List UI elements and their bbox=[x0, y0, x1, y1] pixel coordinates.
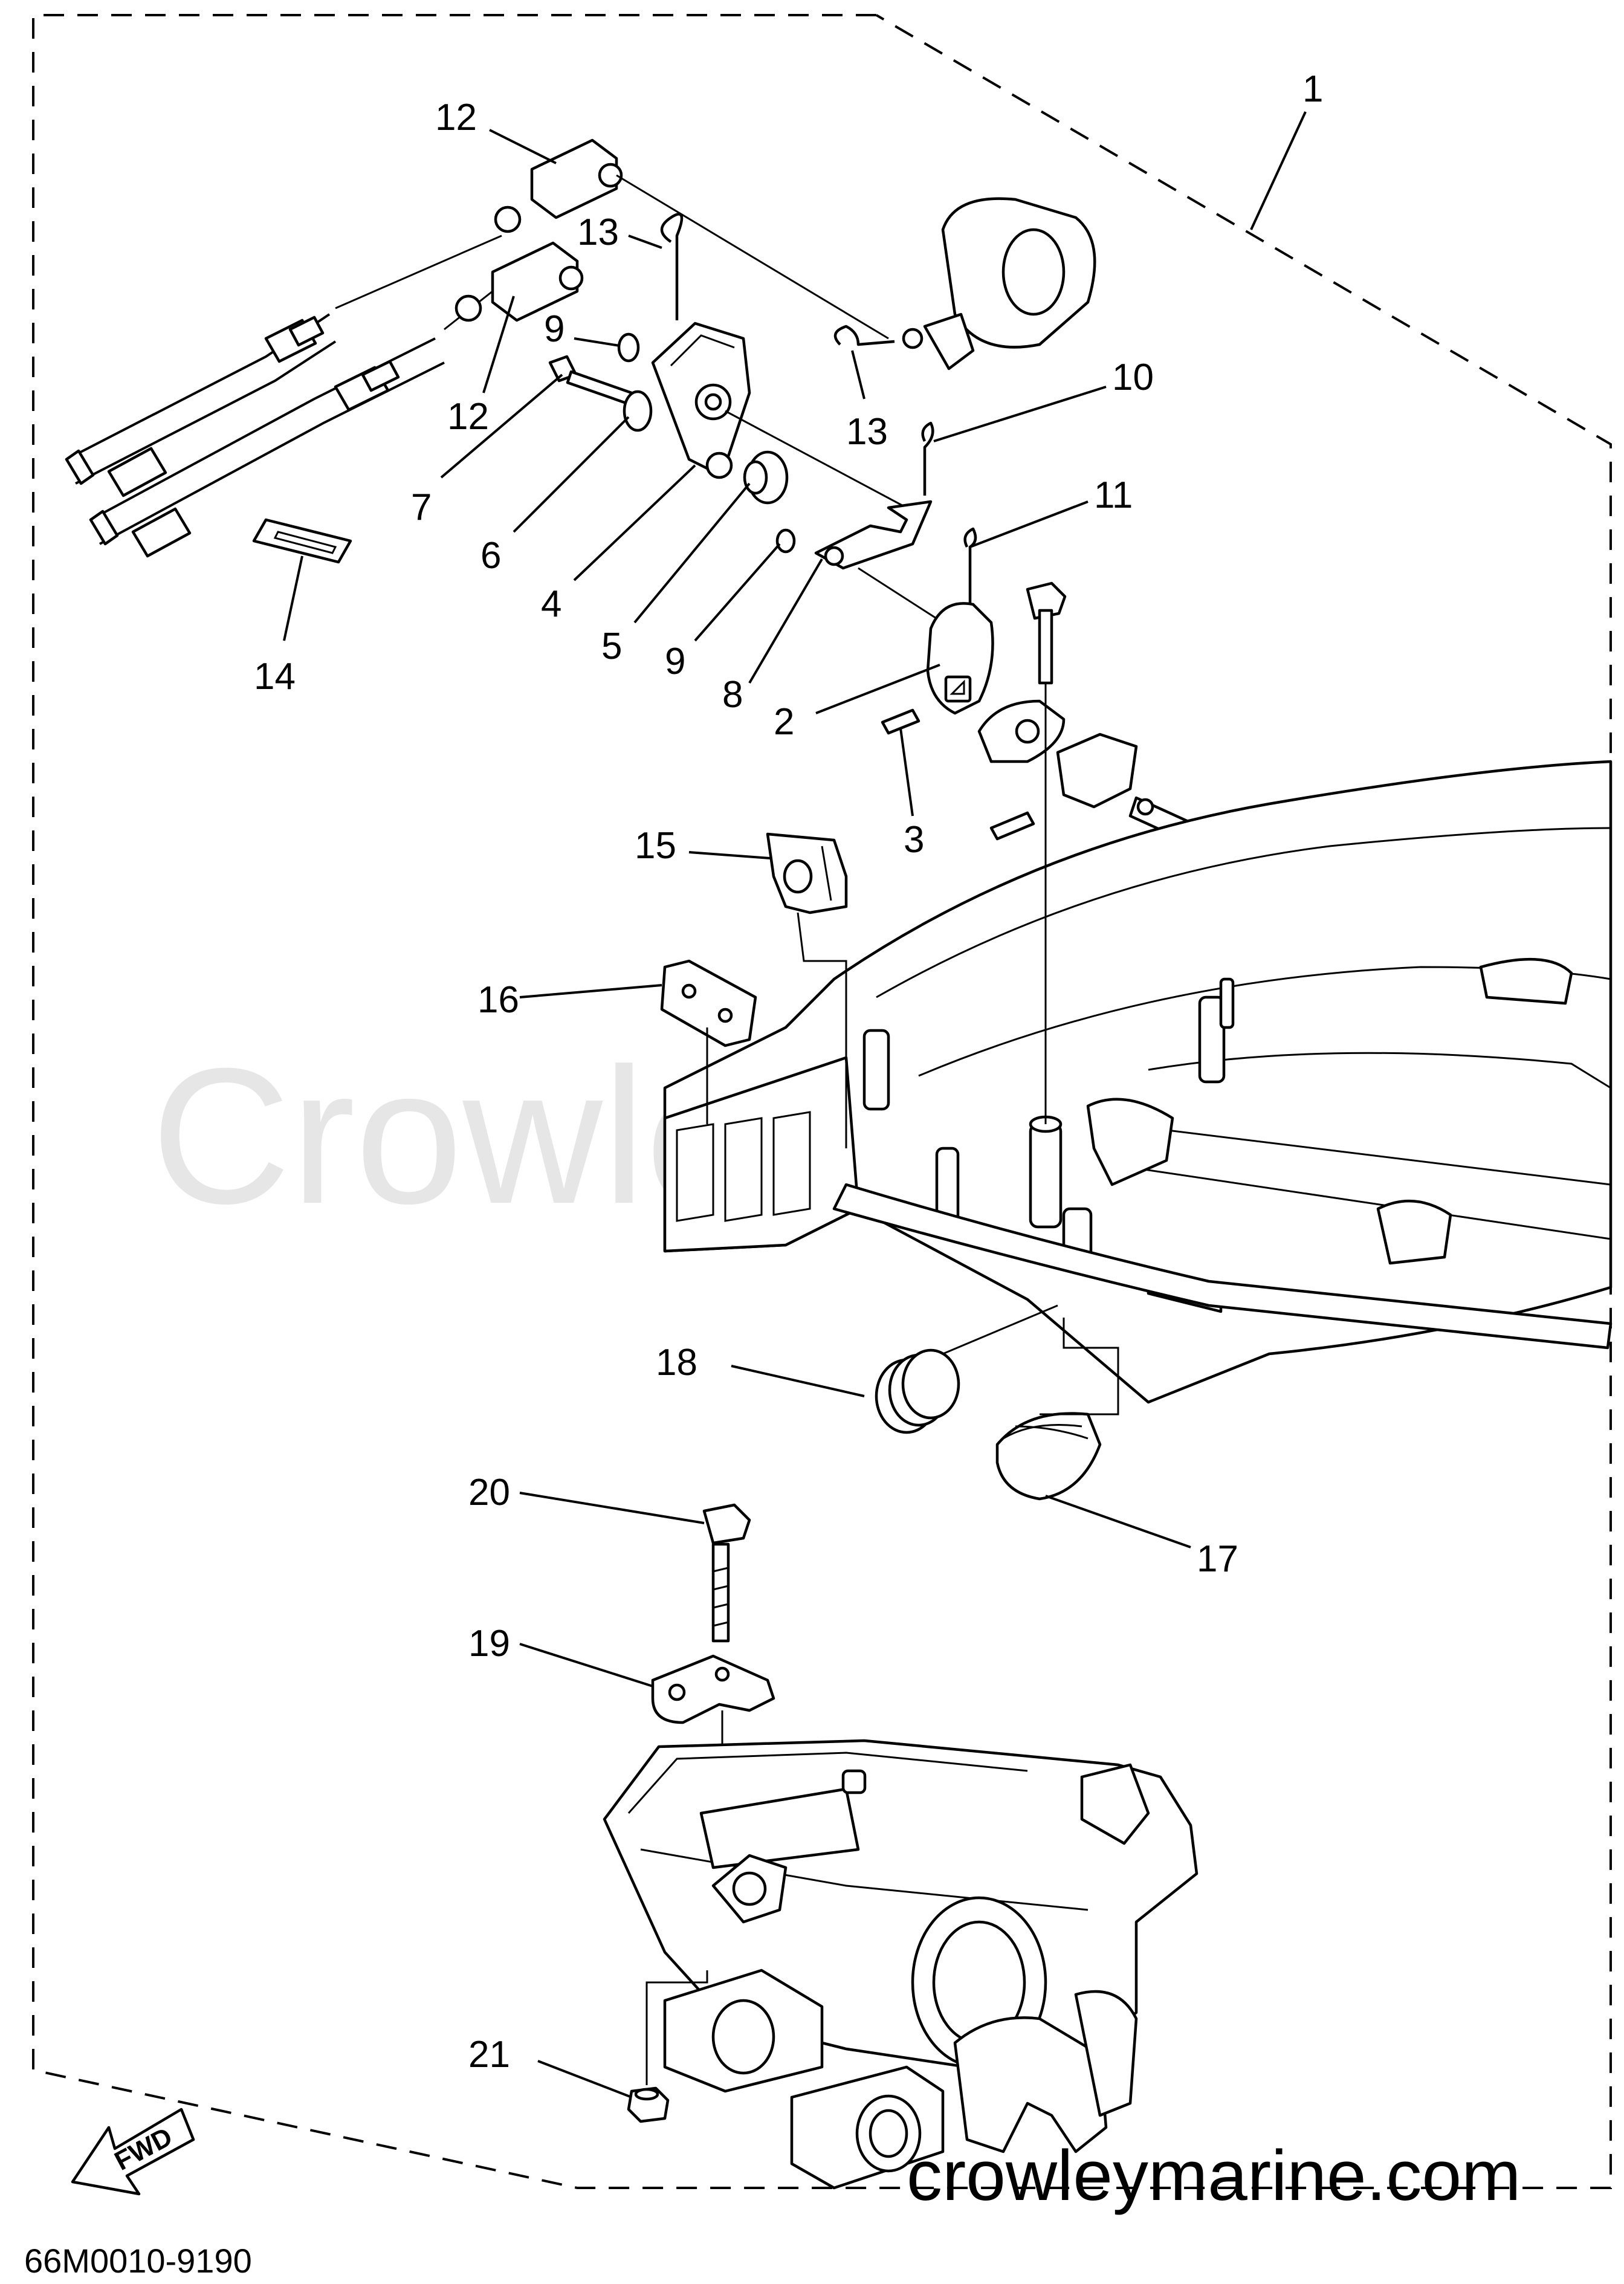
callout-labels: 1 12 13 9 12 7 6 4 5 13 10 11 9 8 2 3 14… bbox=[254, 68, 1323, 2075]
callout-18: 18 bbox=[656, 1342, 697, 1383]
callout-12-lower: 12 bbox=[447, 396, 489, 438]
part-15-damper bbox=[766, 832, 848, 914]
lower-mount-assembly bbox=[603, 1739, 1199, 2190]
callout-13-lower: 13 bbox=[846, 411, 888, 453]
callout-5: 5 bbox=[601, 626, 622, 667]
assembly-line-15 bbox=[797, 912, 847, 1148]
bottom-cowling bbox=[663, 760, 1613, 1404]
part-code-text: 66M0010-9190 bbox=[24, 2242, 252, 2280]
rod-lever-link bbox=[725, 410, 907, 509]
part-5-collar bbox=[743, 450, 789, 505]
part-11-pin bbox=[963, 527, 977, 613]
callout-11: 11 bbox=[1094, 474, 1133, 516]
part-7-bolt bbox=[548, 355, 633, 406]
part-2-arm bbox=[926, 602, 994, 715]
assembly-boundary bbox=[32, 14, 1612, 2189]
callout-2: 2 bbox=[774, 701, 794, 743]
callout-3: 3 bbox=[904, 819, 924, 861]
callout-17: 17 bbox=[1197, 1538, 1238, 1580]
rod-link-arm bbox=[858, 567, 943, 624]
callout-7: 7 bbox=[411, 487, 432, 528]
part-21-nut bbox=[627, 2086, 670, 2123]
callout-19: 19 bbox=[468, 1623, 510, 1664]
website-text: crowleymarine.com bbox=[907, 2136, 1521, 2216]
fwd-direction-arrow: FWD bbox=[71, 2108, 195, 2196]
part-8-link bbox=[814, 500, 933, 570]
cable-assembly bbox=[65, 235, 502, 558]
part-17-grommet bbox=[995, 1318, 1119, 1501]
throttle-cam bbox=[902, 197, 1096, 370]
callout-9-lower: 9 bbox=[665, 641, 685, 682]
callout-4: 4 bbox=[541, 583, 561, 625]
callout-leaders bbox=[283, 111, 1307, 2098]
callout-8: 8 bbox=[722, 674, 743, 716]
part-6-washer bbox=[623, 390, 653, 432]
screw-bracket-right bbox=[977, 581, 1138, 841]
part-12-upper-connector bbox=[494, 138, 623, 233]
part-10-pin bbox=[921, 421, 934, 496]
part-16-pad bbox=[660, 959, 757, 1047]
rod-upper bbox=[616, 174, 889, 340]
assembly-line-21 bbox=[645, 1970, 708, 2085]
part-9-washer-upper bbox=[617, 332, 640, 363]
part-4-lever bbox=[651, 322, 751, 479]
part-3-pin bbox=[881, 708, 920, 735]
callout-15: 15 bbox=[635, 825, 676, 867]
part-19-bracket bbox=[651, 1654, 775, 1724]
callout-6: 6 bbox=[480, 535, 501, 577]
callout-20: 20 bbox=[468, 1472, 510, 1513]
part-13-clip-upper bbox=[660, 213, 684, 320]
callout-9-upper: 9 bbox=[544, 308, 565, 350]
callout-16: 16 bbox=[477, 979, 519, 1021]
part-18-grommet bbox=[875, 1304, 1058, 1434]
part-13-clip-lower bbox=[833, 325, 895, 346]
part-12-lower-connector bbox=[455, 241, 584, 322]
callout-10: 10 bbox=[1112, 357, 1154, 398]
part-20-bolt bbox=[702, 1503, 751, 1643]
part-9-washer-lower bbox=[775, 528, 796, 554]
callout-12-upper: 12 bbox=[435, 97, 477, 138]
callout-1: 1 bbox=[1302, 68, 1323, 110]
callout-13-upper: 13 bbox=[577, 212, 619, 253]
callout-14: 14 bbox=[254, 656, 296, 697]
callout-21: 21 bbox=[468, 2034, 510, 2075]
part-14-label-plate bbox=[252, 518, 352, 564]
